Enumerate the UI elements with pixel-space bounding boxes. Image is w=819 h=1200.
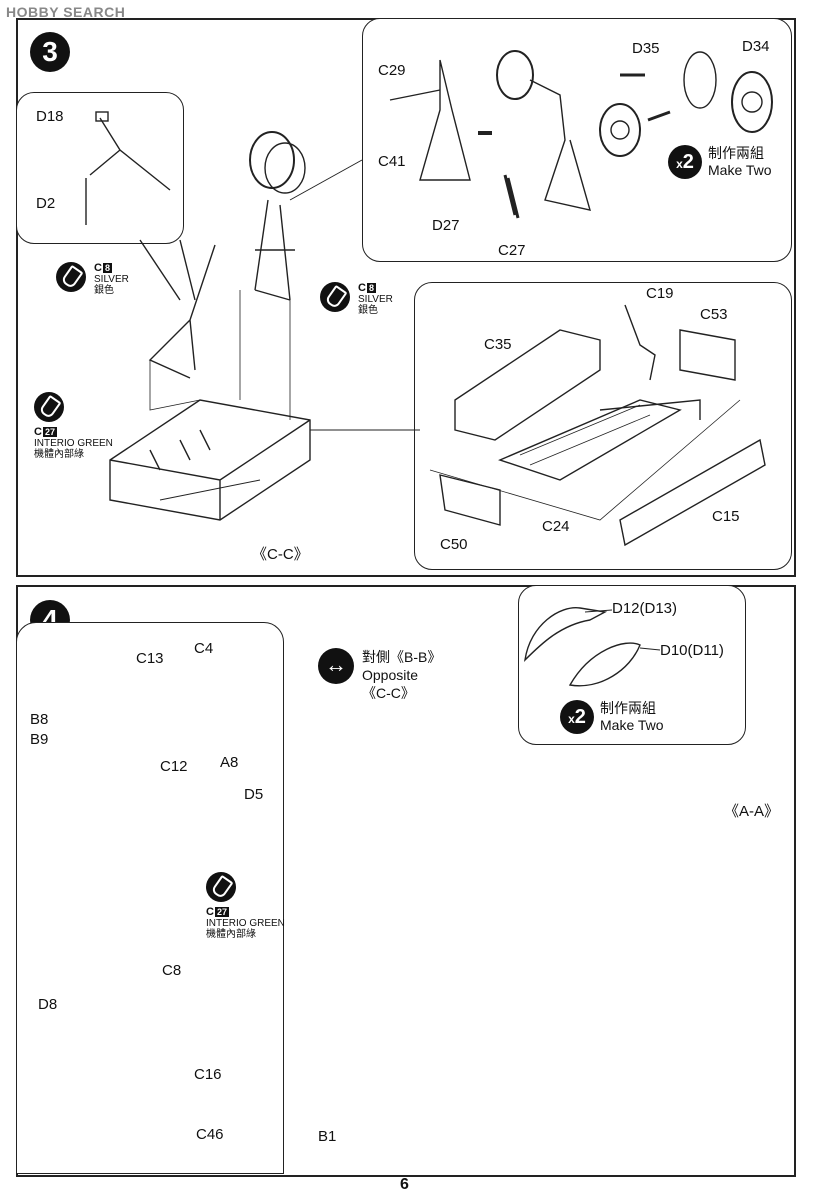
opposite-section: 《C-C》 xyxy=(362,685,415,701)
part-d2: D2 xyxy=(36,195,56,212)
part-c12: C12 xyxy=(160,758,188,775)
paint-name: INTERIO GREEN xyxy=(34,438,113,449)
part-d8: D8 xyxy=(38,996,58,1013)
part-d5: D5 xyxy=(244,786,264,803)
paint-name-chinese: 機體內部綠 xyxy=(34,449,84,460)
part-c13: C13 xyxy=(136,650,164,667)
paint-brush-icon xyxy=(34,392,64,422)
section-label-c-c: 《C-C》 xyxy=(252,546,309,563)
part-a8: A8 xyxy=(220,754,239,771)
paint-brush-icon xyxy=(56,262,86,292)
double-arrow-icon: ↔ xyxy=(318,648,354,684)
make-two-chinese: 制作兩組 xyxy=(708,145,764,161)
section-label-a-a: 《A-A》 xyxy=(724,803,780,820)
part-c27: C27 xyxy=(498,242,526,259)
part-d35: D35 xyxy=(632,40,660,57)
paint-name-chinese: 銀色 xyxy=(94,285,114,296)
step3-number: 3 xyxy=(30,32,70,72)
paint-name-chinese: 銀色 xyxy=(358,305,378,316)
step3-strut-inset xyxy=(16,92,184,244)
part-c46: C46 xyxy=(196,1126,224,1143)
watermark: HOBBY SEARCH xyxy=(6,4,126,20)
part-d18: D18 xyxy=(36,108,64,125)
part-b8: B8 xyxy=(30,711,49,728)
paint-name: SILVER xyxy=(94,274,129,285)
opposite-english: Opposite xyxy=(362,667,419,683)
part-c24: C24 xyxy=(542,518,570,535)
make-two-english: Make Two xyxy=(600,717,664,733)
part-d12-d13: D12(D13) xyxy=(612,600,678,617)
opposite-callout: ↔ 對側《B-B》 Opposite 《C-C》 xyxy=(318,648,441,702)
part-d34: D34 xyxy=(742,38,770,55)
paint-name: INTERIO GREEN xyxy=(206,918,285,929)
multiply-badge: x2 xyxy=(668,145,702,179)
part-c16: C16 xyxy=(194,1066,222,1083)
make-two-chinese: 制作兩組 xyxy=(600,700,656,716)
part-c53: C53 xyxy=(700,306,728,323)
paint-name-chinese: 機體內部綠 xyxy=(206,929,256,940)
part-c8: C8 xyxy=(162,962,182,979)
part-b9: B9 xyxy=(30,731,49,748)
multiply-badge: x2 xyxy=(560,700,594,734)
paint-name: SILVER xyxy=(358,294,393,305)
step4-canopy-inset xyxy=(518,585,746,745)
part-c50: C50 xyxy=(440,536,468,553)
part-c29: C29 xyxy=(378,62,406,79)
part-c4: C4 xyxy=(194,640,214,657)
step3-make-two: x2 制作兩組 Make Two xyxy=(668,145,772,179)
part-c15: C15 xyxy=(712,508,740,525)
part-c41: C41 xyxy=(378,153,406,170)
step4-gear-inset xyxy=(16,622,284,1174)
part-d27: D27 xyxy=(432,217,460,234)
make-two-english: Make Two xyxy=(708,162,772,178)
part-d10-d11: D10(D11) xyxy=(660,642,724,659)
step4-make-two: x2 制作兩組 Make Two xyxy=(560,700,664,734)
part-c35: C35 xyxy=(484,336,512,353)
page-number: 6 xyxy=(400,1176,409,1193)
paint-brush-icon xyxy=(206,872,236,902)
opposite-chinese: 對側《B-B》 xyxy=(362,649,442,665)
step3-bay-inset xyxy=(414,282,792,570)
step3-wheel-inset xyxy=(362,18,792,262)
part-c19: C19 xyxy=(646,285,674,302)
paint-brush-icon xyxy=(320,282,350,312)
part-b1: B1 xyxy=(318,1128,337,1145)
